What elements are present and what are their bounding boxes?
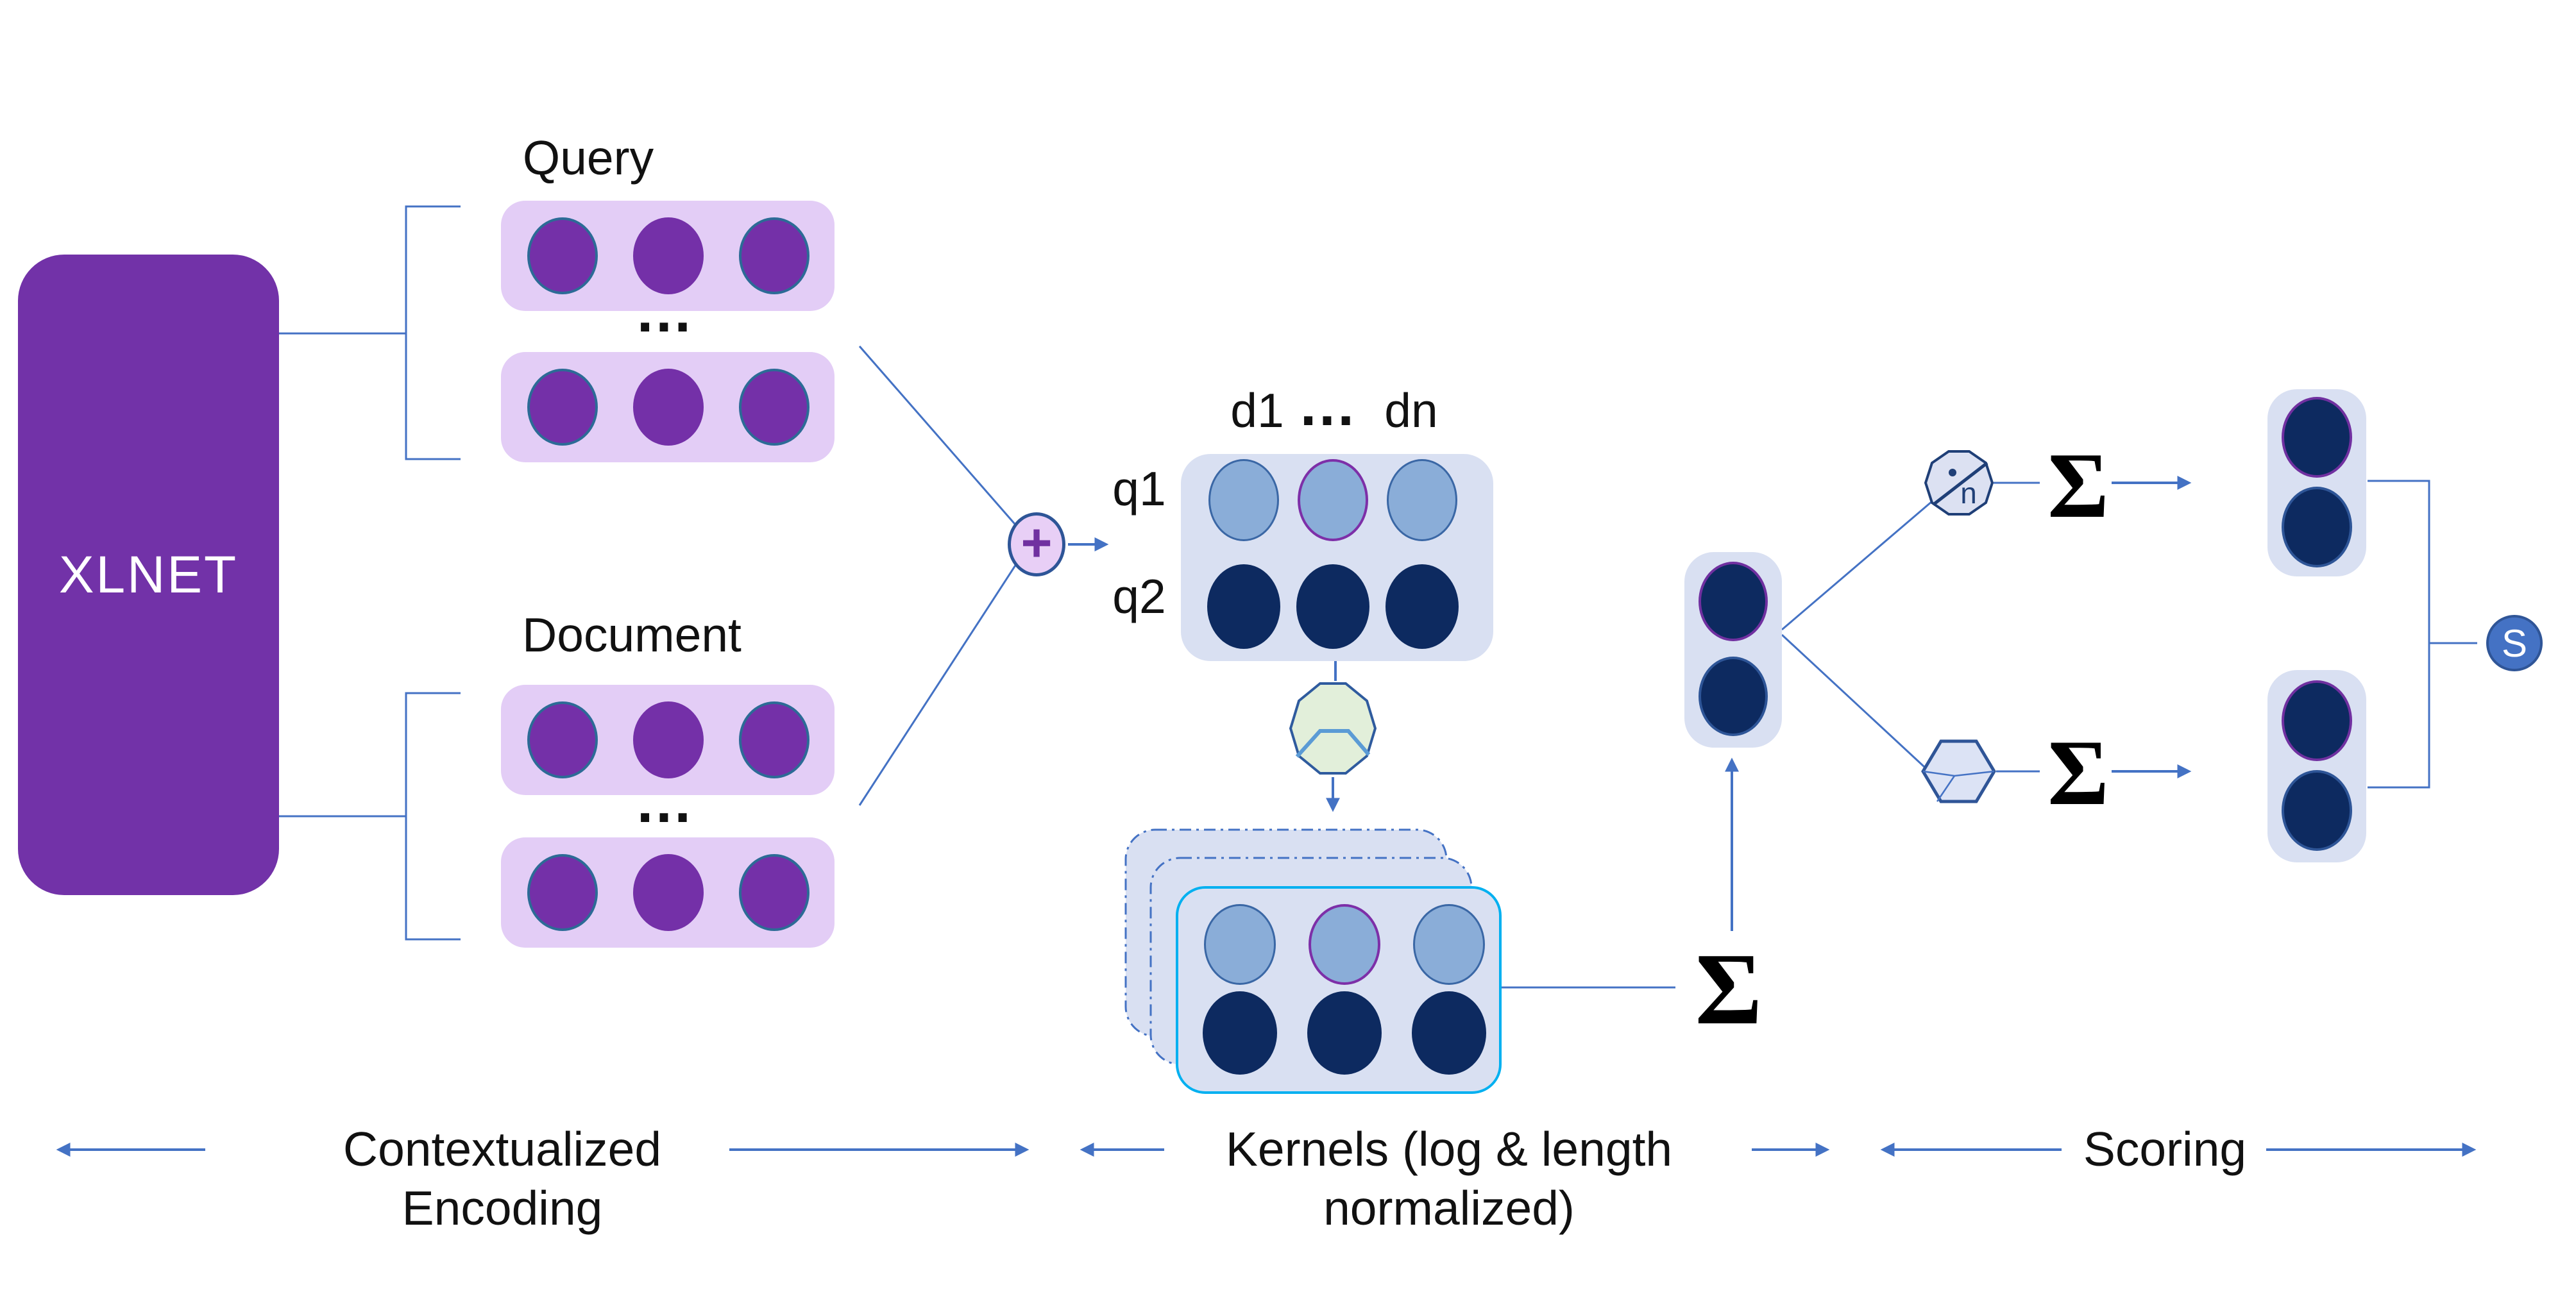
matrix-row-label-q1: q1 [1112, 462, 1166, 516]
kernel-node [1309, 904, 1380, 985]
document-embedding-row-1 [501, 685, 835, 795]
xlnet-label: XLNET [58, 545, 239, 604]
scoring-sum-sigma-top: Σ [2047, 433, 2109, 537]
match-node [1296, 564, 1369, 649]
kernel-stack-front-box [1176, 886, 1502, 1094]
kernel-node [1413, 904, 1485, 985]
legend-kernels: Kernels (log & length normalized) [1225, 1122, 1673, 1235]
match-node [1207, 564, 1280, 649]
divide-by-n-label: n [1960, 476, 1977, 510]
document-embedding-node [633, 854, 704, 931]
document-embedding-node [633, 701, 704, 778]
document-embedding-node [739, 854, 809, 931]
legend-scoring: Scoring [2083, 1122, 2247, 1176]
score-label: S [2501, 621, 2528, 665]
document-embedding-node [527, 701, 598, 778]
kernel-sum-sigma: Σ [1695, 932, 1763, 1046]
score-vector-bottom-box [2267, 670, 2366, 862]
query-embedding-node [633, 217, 704, 294]
query-ellipsis: … [634, 279, 701, 344]
document-embedding-row-2 [501, 837, 835, 948]
score-bracket [2368, 480, 2430, 789]
match-node [1387, 459, 1457, 541]
divide-by-n-icon [1924, 450, 1994, 516]
document-bracket [405, 692, 461, 941]
legend-contextualized-encoding: Contextualized Encoding [343, 1122, 662, 1235]
pooled-vector-box [1684, 552, 1782, 748]
matrix-col-label-d1: d1 [1230, 383, 1284, 437]
score-node [2282, 397, 2352, 478]
query-embedding-node [739, 217, 809, 294]
query-to-plus-line [858, 346, 1020, 529]
document-ellipsis: … [634, 769, 701, 835]
pooled-node [1699, 562, 1768, 641]
match-node [1385, 564, 1459, 649]
plus-icon: + [1021, 512, 1053, 573]
match-node [1208, 459, 1279, 541]
cube-icon [1921, 739, 1996, 803]
xlnet-encoder-box: XLNET [18, 255, 279, 895]
document-to-plus-line [858, 560, 1020, 806]
score-node [2282, 770, 2352, 851]
matrix-col-ellipsis: … [1298, 373, 1360, 438]
score-vector-top-box [2267, 389, 2366, 576]
query-bracket [405, 205, 461, 460]
pooled-to-divide-line [1781, 500, 1933, 631]
matrix-row-label-q2: q2 [1112, 569, 1166, 623]
kernel-function-icon [1289, 682, 1377, 775]
document-embedding-node [527, 854, 598, 931]
final-score-node: S [2486, 615, 2543, 671]
score-node [2282, 487, 2352, 567]
kernel-node [1307, 991, 1382, 1075]
query-embedding-row-1 [501, 201, 835, 311]
query-embedding-node [527, 217, 598, 294]
document-embedding-node [739, 701, 809, 778]
query-embedding-node [633, 369, 704, 446]
match-matrix-box [1181, 454, 1493, 661]
kernel-node [1204, 904, 1276, 985]
kernel-node [1412, 991, 1486, 1075]
match-node [1298, 459, 1368, 541]
score-node [2282, 680, 2352, 761]
query-embedding-node [739, 369, 809, 446]
pooled-to-cube-line [1781, 633, 1926, 768]
query-embedding-node [527, 369, 598, 446]
kernel-node [1203, 991, 1277, 1075]
pooled-node [1699, 657, 1768, 736]
document-label: Document [522, 608, 741, 662]
plus-combine-node: + [1008, 512, 1065, 576]
scoring-sum-sigma-bottom: Σ [2047, 721, 2109, 825]
matrix-col-label-dn: dn [1384, 383, 1438, 437]
query-label: Query [522, 131, 654, 185]
query-embedding-row-2 [501, 352, 835, 462]
